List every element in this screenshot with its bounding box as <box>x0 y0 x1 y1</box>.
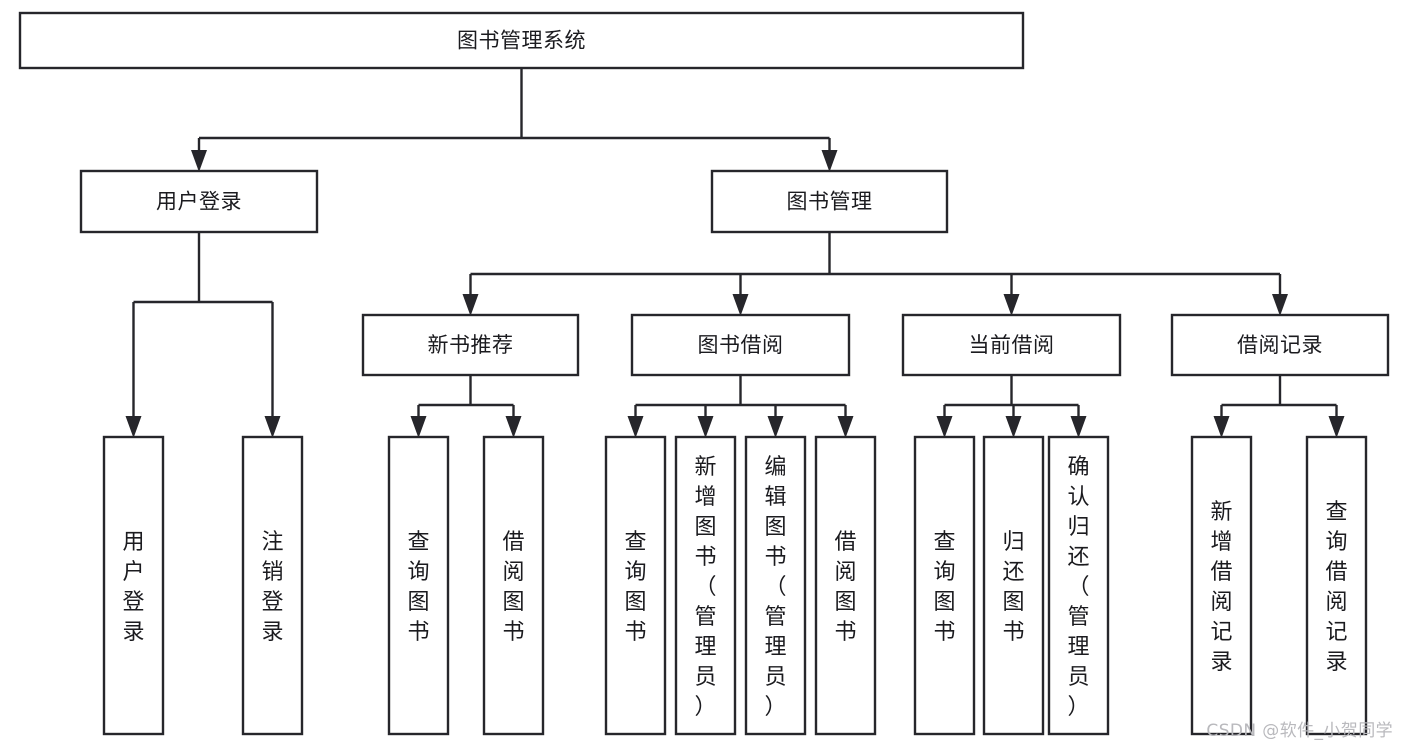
node-label: 当前借阅 <box>969 333 1055 357</box>
diagram-node-r1[interactable]: 新增借阅记录 <box>1190 435 1253 736</box>
node-label: 图书管理 <box>787 190 873 214</box>
connector-group-root <box>191 68 838 172</box>
connector-group-login <box>125 232 281 438</box>
diagram-node-root[interactable]: 图书管理系统 <box>18 11 1025 70</box>
node-label: 用户登录 <box>156 190 242 214</box>
arrow-head-icon <box>462 294 479 316</box>
node-label: 新增图书（管理员） <box>694 455 716 720</box>
diagram-node-b1[interactable]: 查询图书 <box>604 435 667 736</box>
node-box[interactable] <box>387 435 450 736</box>
node-label: 新增借阅记录 <box>1210 500 1232 675</box>
arrow-head-icon <box>1005 416 1022 438</box>
arrow-head-icon <box>1272 294 1288 316</box>
diagram-node-r2[interactable]: 查询借阅记录 <box>1305 435 1368 736</box>
arrow-head-icon <box>1328 416 1345 438</box>
node-label: 确认归还（管理员） <box>1067 455 1089 720</box>
diagram-node-b3[interactable]: 编辑图书（管理员） <box>744 435 807 736</box>
node-label: 查询图书 <box>933 530 955 645</box>
node-box[interactable] <box>241 435 304 736</box>
connector-group-records <box>1213 375 1345 438</box>
node-label: 借阅记录 <box>1237 333 1323 357</box>
arrow-head-icon <box>1003 294 1020 316</box>
node-layer: 图书管理系统用户登录图书管理新书推荐图书借阅当前借阅借阅记录用户登录注销登录查询… <box>18 11 1390 736</box>
node-box[interactable] <box>674 435 737 736</box>
node-label: 查询借阅记录 <box>1325 500 1347 675</box>
node-box[interactable] <box>79 169 319 234</box>
node-box[interactable] <box>18 11 1025 70</box>
node-label: 借阅图书 <box>834 530 856 645</box>
arrow-head-icon <box>627 416 644 438</box>
node-box[interactable] <box>814 435 877 736</box>
diagram-node-records[interactable]: 借阅记录 <box>1170 313 1390 377</box>
diagram-node-newbook[interactable]: 新书推荐 <box>361 313 580 377</box>
diagram-node-n2[interactable]: 借阅图书 <box>482 435 545 736</box>
arrow-head-icon <box>264 416 281 438</box>
arrow-head-icon <box>767 416 784 438</box>
diagram-node-b2[interactable]: 新增图书（管理员） <box>674 435 737 736</box>
arrow-head-icon <box>191 150 207 172</box>
arrow-head-icon <box>837 416 854 438</box>
node-label: 用户登录 <box>122 530 144 645</box>
node-box[interactable] <box>361 313 580 377</box>
node-label: 图书管理系统 <box>457 29 586 53</box>
node-box[interactable] <box>1305 435 1368 736</box>
connector-layer <box>125 68 1345 438</box>
node-label: 查询图书 <box>624 530 646 645</box>
node-label: 借阅图书 <box>502 530 524 645</box>
node-label: 查询图书 <box>407 530 429 645</box>
connector-group-borrow <box>627 375 854 438</box>
diagram-node-borrow[interactable]: 图书借阅 <box>630 313 851 377</box>
node-box[interactable] <box>744 435 807 736</box>
diagram-node-c2[interactable]: 归还图书 <box>982 435 1045 736</box>
diagram-node-b4[interactable]: 借阅图书 <box>814 435 877 736</box>
node-box[interactable] <box>482 435 545 736</box>
arrow-head-icon <box>732 294 749 316</box>
arrow-head-icon <box>697 416 714 438</box>
diagram-node-c1[interactable]: 查询图书 <box>913 435 976 736</box>
diagram-node-login[interactable]: 用户登录 <box>79 169 319 234</box>
node-label: 编辑图书（管理员） <box>764 455 786 720</box>
arrow-head-icon <box>125 416 142 438</box>
arrow-head-icon <box>821 150 838 172</box>
node-box[interactable] <box>710 169 949 234</box>
diagram-node-c3[interactable]: 确认归还（管理员） <box>1047 435 1110 736</box>
node-box[interactable] <box>913 435 976 736</box>
csdn-watermark: CSDN @软件_小贺同学 <box>1206 721 1393 741</box>
connector-group-bookmgmt <box>462 232 1288 316</box>
diagram-node-l1[interactable]: 用户登录 <box>102 435 165 736</box>
node-box[interactable] <box>982 435 1045 736</box>
node-box[interactable] <box>1170 313 1390 377</box>
node-box[interactable] <box>1047 435 1110 736</box>
arrow-head-icon <box>936 416 953 438</box>
diagram-node-n1[interactable]: 查询图书 <box>387 435 450 736</box>
connector-group-current <box>936 375 1087 438</box>
node-label: 归还图书 <box>1002 530 1024 645</box>
diagram-node-l2[interactable]: 注销登录 <box>241 435 304 736</box>
arrow-head-icon <box>505 416 522 438</box>
node-box[interactable] <box>630 313 851 377</box>
node-box[interactable] <box>901 313 1122 377</box>
arrow-head-icon <box>1213 416 1230 438</box>
arrow-head-icon <box>1070 416 1087 438</box>
diagram-node-current[interactable]: 当前借阅 <box>901 313 1122 377</box>
node-label: 新书推荐 <box>428 333 514 357</box>
node-label: 图书借阅 <box>698 333 784 357</box>
connector-group-newbook <box>410 375 522 438</box>
node-box[interactable] <box>604 435 667 736</box>
diagram-node-bookmgmt[interactable]: 图书管理 <box>710 169 949 234</box>
node-label: 注销登录 <box>261 530 283 645</box>
node-box[interactable] <box>1190 435 1253 736</box>
node-box[interactable] <box>102 435 165 736</box>
arrow-head-icon <box>410 416 427 438</box>
